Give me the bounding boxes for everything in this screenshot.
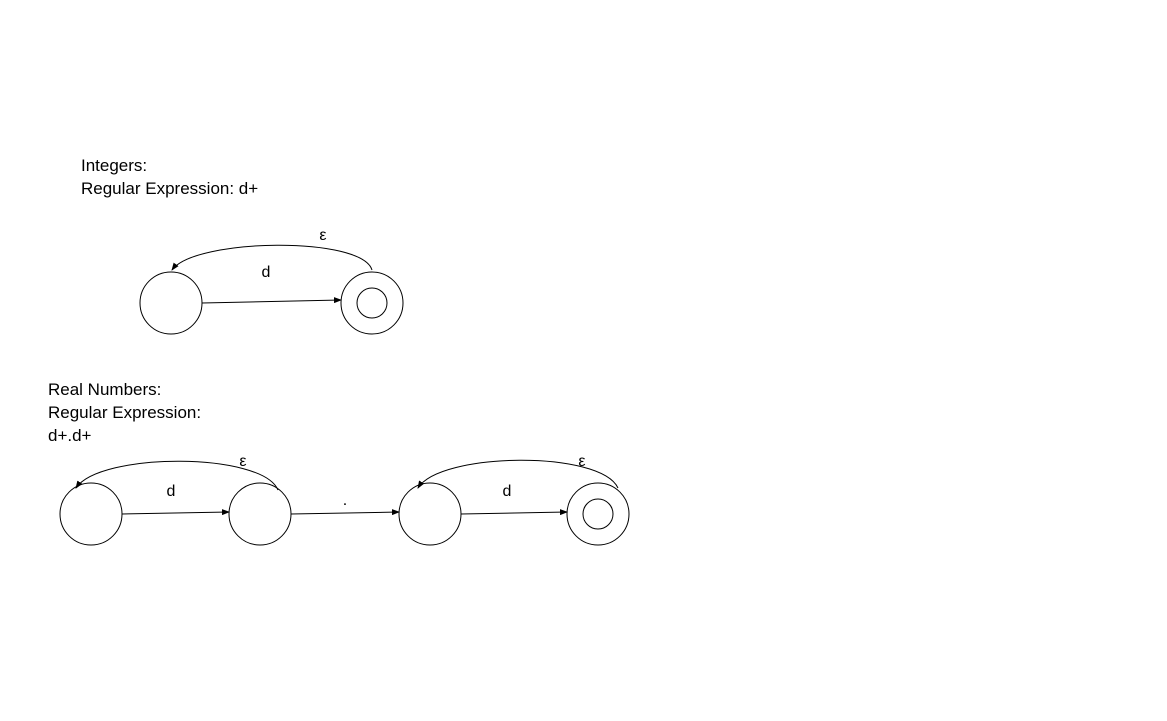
integers-epsilon-label: ε	[319, 227, 326, 244]
real-accept-state-outer	[566, 482, 630, 546]
real-epsilon-transition-2	[417, 459, 619, 489]
real-state-2	[228, 482, 292, 546]
integers-heading: Integers:	[81, 156, 148, 175]
real-d-transition-2	[460, 509, 568, 516]
real-accept-state-inner	[582, 498, 614, 530]
real-dot-transition	[290, 509, 400, 516]
real-d-label-2: d	[503, 483, 512, 500]
real-state-3	[398, 482, 462, 546]
integers-d-transition	[201, 297, 342, 304]
real-epsilon-transition-1	[75, 460, 279, 491]
real-state-1	[59, 482, 123, 546]
real-numbers-regex-label: Regular Expression:	[48, 403, 202, 422]
real-epsilon-label-2: ε	[578, 453, 585, 470]
integers-accept-state-inner	[356, 287, 388, 319]
real-d-transition-1	[121, 509, 230, 516]
integers-automaton: d ε	[139, 227, 404, 335]
real-dot-label: .	[343, 492, 347, 509]
integers-d-label: d	[262, 264, 271, 281]
integers-epsilon-transition	[171, 244, 373, 271]
real-d-label-1: d	[167, 483, 176, 500]
integers-accept-state-outer	[340, 271, 404, 335]
real-numbers-heading: Real Numbers:	[48, 380, 162, 399]
real-numbers-regex-value: d+.d+	[48, 426, 92, 445]
integers-regex: Regular Expression: d+	[81, 179, 259, 198]
real-numbers-automaton: d . d ε ε	[59, 453, 630, 546]
real-epsilon-label-1: ε	[239, 453, 246, 470]
integers-start-state	[139, 271, 203, 335]
